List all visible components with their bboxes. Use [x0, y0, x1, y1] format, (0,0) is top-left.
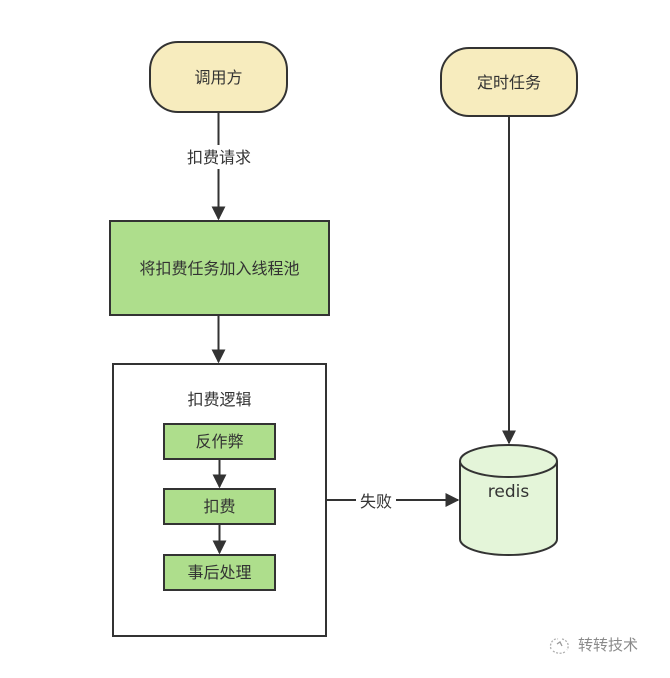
edge-logic-to-redis: 失败: [326, 490, 460, 512]
deduct-logic-title: 扣费逻辑: [187, 390, 251, 409]
thread-pool-shape: [109, 220, 330, 316]
step-anti-fraud-label: 反作弊: [195, 432, 243, 451]
step-deduct-shape: [163, 488, 276, 525]
caller-label: 调用方: [194, 68, 242, 87]
step-post-processing-label: 事后处理: [187, 563, 251, 582]
edge-label-deduct-request: 扣费请求: [187, 148, 251, 167]
thread-pool-label: 将扣费任务加入线程池: [139, 259, 299, 278]
step-post-processing[interactable]: 事后处理: [163, 554, 276, 591]
redis-label: redis: [488, 482, 530, 502]
redis-top: [459, 444, 558, 478]
step-anti-fraud[interactable]: 反作弊: [163, 423, 276, 460]
node-redis[interactable]: redis: [459, 444, 558, 556]
edge-caller-to-threadpool: 扣费请求: [180, 112, 258, 221]
edge-label-bg: [180, 145, 258, 169]
step-post-processing-shape: [163, 554, 276, 591]
node-deduct-logic[interactable]: 扣费逻辑 反作弊 扣费 事后处理: [112, 363, 327, 637]
wechat-channel-icon: [549, 637, 569, 654]
step-deduct[interactable]: 扣费: [163, 488, 276, 525]
edge-label-bg: [356, 490, 396, 512]
node-scheduled-task[interactable]: 定时任务: [440, 47, 578, 117]
watermark: 转转技术: [548, 634, 638, 655]
edge-label-failure: 失败: [360, 492, 392, 511]
step-anti-fraud-shape: [163, 423, 276, 460]
redis-body: [459, 461, 558, 556]
scheduled-task-label: 定时任务: [477, 73, 541, 92]
node-thread-pool[interactable]: 将扣费任务加入线程池: [109, 220, 330, 316]
step-deduct-label: 扣费: [203, 497, 235, 516]
node-caller[interactable]: 调用方: [149, 41, 288, 113]
watermark-text: 转转技术: [578, 636, 639, 654]
